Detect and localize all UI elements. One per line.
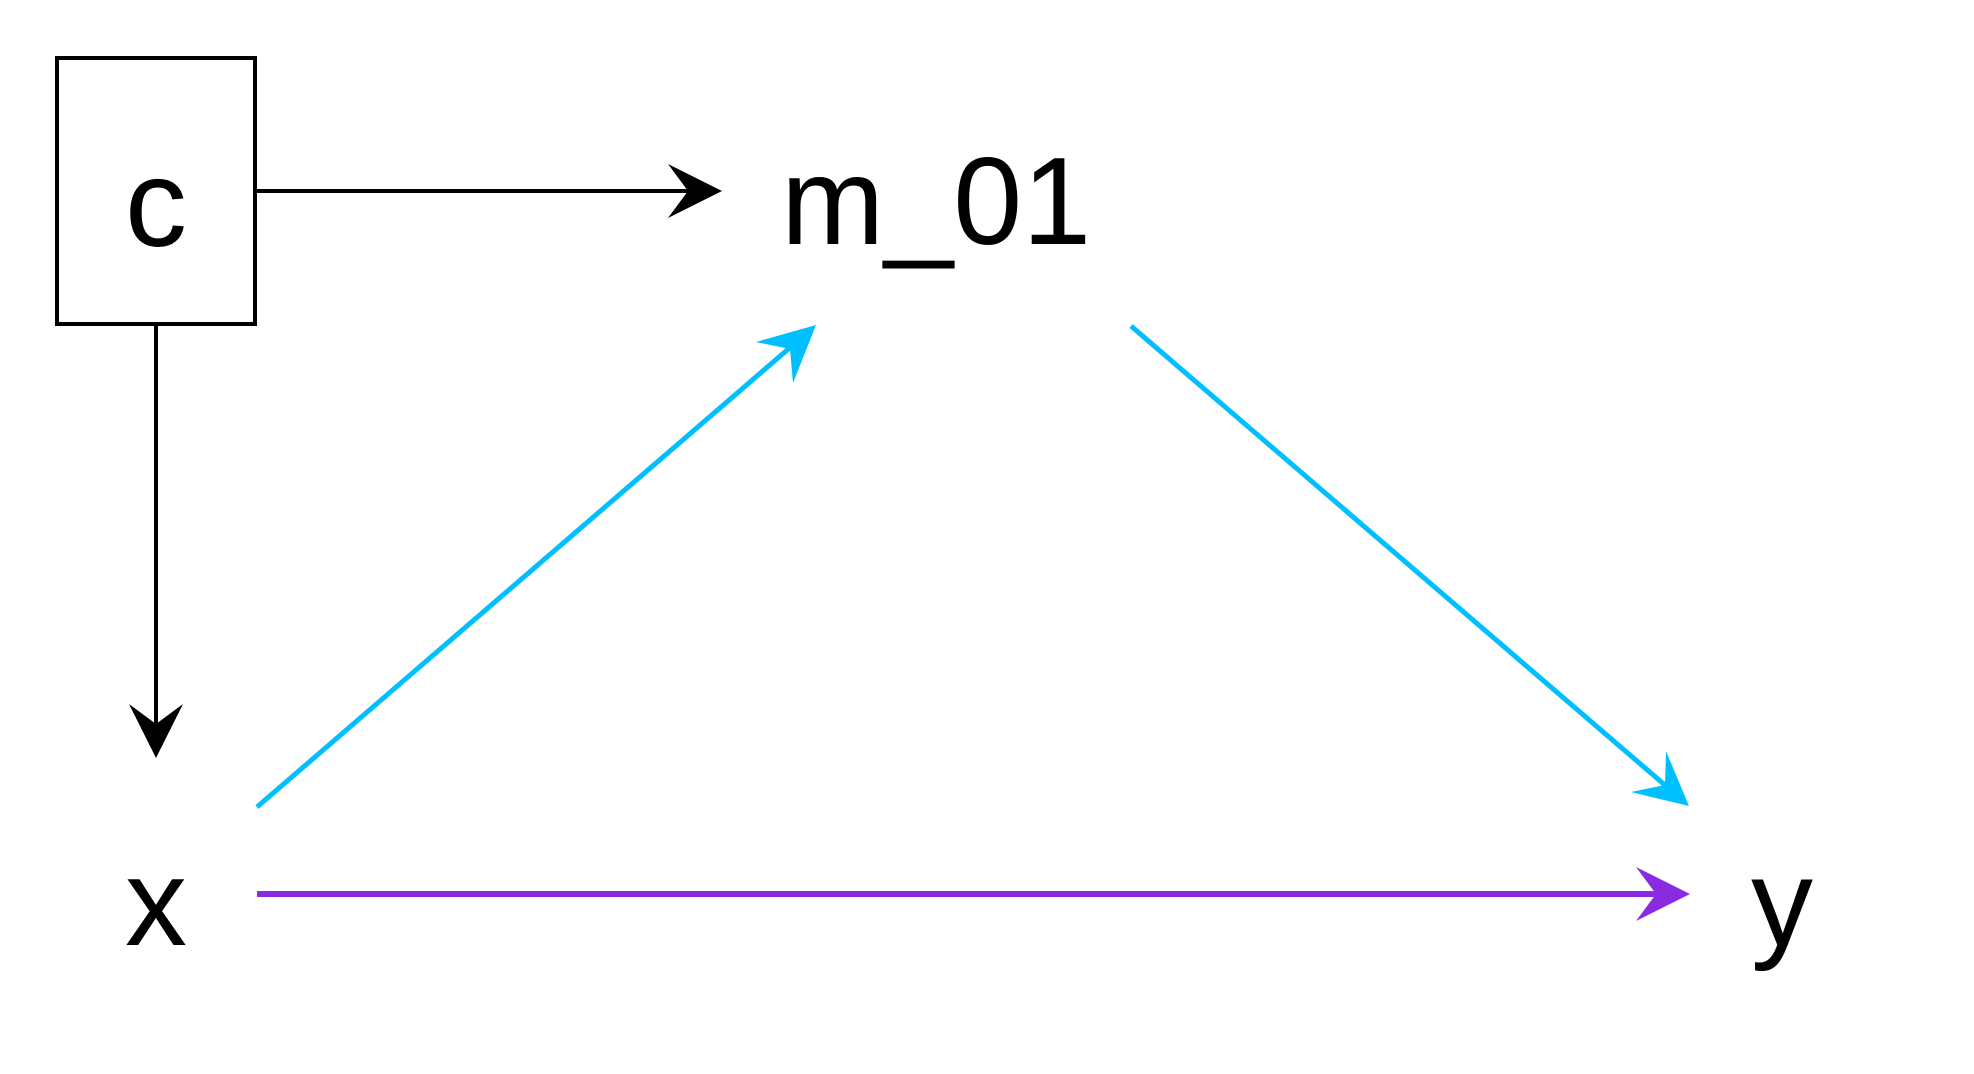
node-y-label: y: [1751, 834, 1813, 972]
node-c-label: c: [125, 135, 187, 273]
edge-m-y-arrowhead: [1631, 751, 1689, 806]
edge-m-y: [1129, 324, 1689, 806]
node-m-label: m_01: [781, 133, 1091, 271]
edge-x-m: [255, 325, 816, 809]
edge-x-m-arrowhead: [756, 325, 816, 383]
edge-c-m: [257, 164, 722, 218]
node-c: c: [55, 56, 257, 326]
edge-m-y-line: [1129, 324, 1668, 788]
node-x-label: x: [125, 834, 187, 972]
edge-x-y: [257, 867, 1690, 921]
edge-c-m-arrowhead: [668, 164, 722, 218]
edge-c-x: [129, 326, 183, 758]
edge-x-y-arrowhead: [1636, 867, 1690, 921]
edge-c-x-arrowhead: [129, 704, 183, 758]
node-c-box: [55, 56, 257, 326]
edge-x-m-line: [255, 343, 795, 809]
